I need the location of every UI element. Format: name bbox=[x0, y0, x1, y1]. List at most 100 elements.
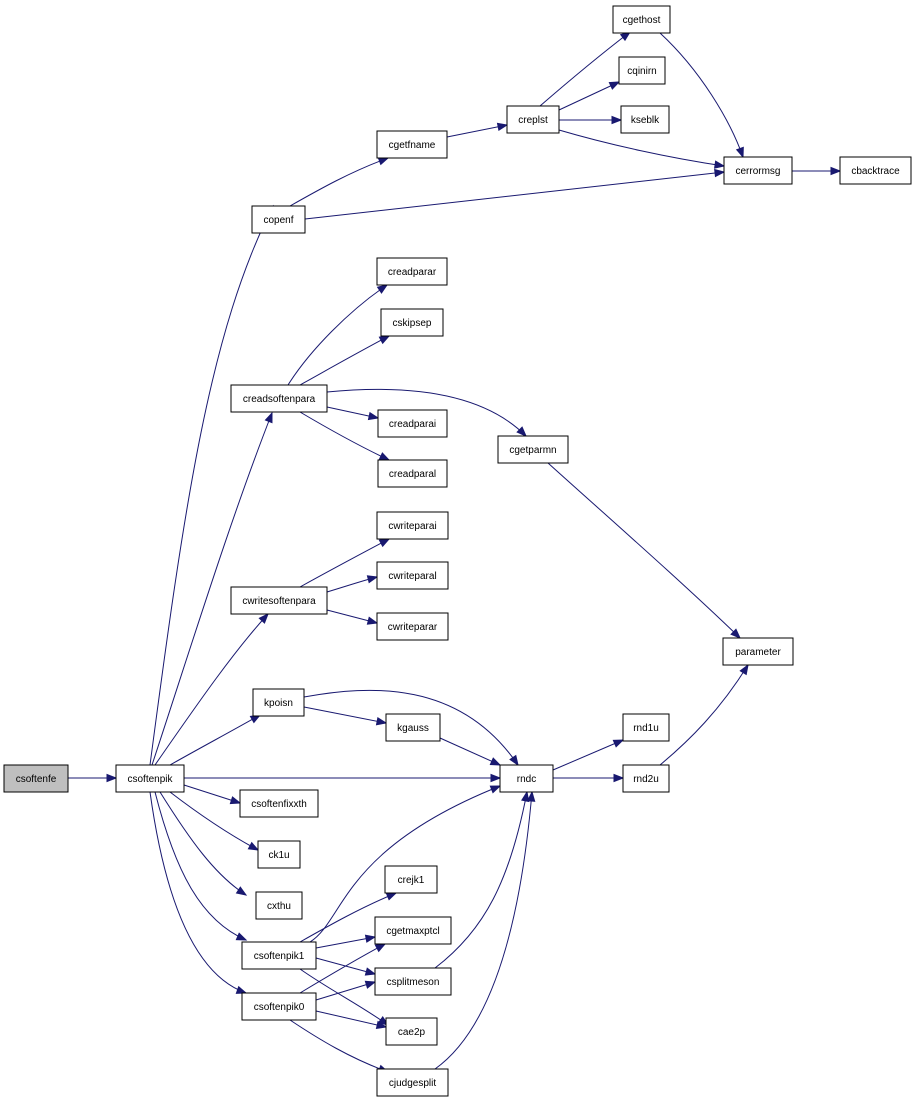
node-box[interactable] bbox=[251, 205, 306, 234]
node-csoftenpik[interactable]: csoftenpik bbox=[115, 764, 185, 793]
node-csoftenfe[interactable]: csoftenfe bbox=[3, 764, 69, 793]
node-box[interactable] bbox=[376, 130, 448, 159]
edge-csoftenpik0-to-cgetmaxptcl bbox=[299, 943, 387, 994]
node-box[interactable] bbox=[384, 865, 438, 894]
node-ck1u[interactable]: ck1u bbox=[257, 840, 301, 869]
node-creadparai[interactable]: creadparai bbox=[377, 409, 448, 438]
node-box[interactable] bbox=[241, 992, 317, 1021]
node-cjudgesplit[interactable]: cjudgesplit bbox=[376, 1068, 449, 1097]
node-box[interactable] bbox=[380, 308, 444, 337]
edge-line bbox=[151, 412, 273, 766]
node-label: cskipsep bbox=[393, 318, 432, 329]
node-cwriteparai[interactable]: cwriteparai bbox=[376, 511, 449, 540]
node-box[interactable] bbox=[376, 612, 449, 641]
node-creadsoftenpara[interactable]: creadsoftenpara bbox=[230, 384, 328, 413]
node-creplst[interactable]: creplst bbox=[506, 105, 560, 134]
node-cgethost[interactable]: cgethost bbox=[612, 5, 671, 34]
node-parameter[interactable]: parameter bbox=[722, 637, 794, 666]
node-box[interactable] bbox=[506, 105, 560, 134]
node-cae2p[interactable]: cae2p bbox=[385, 1017, 438, 1046]
node-box[interactable] bbox=[115, 764, 185, 793]
node-box[interactable] bbox=[241, 941, 317, 970]
node-box[interactable] bbox=[230, 384, 328, 413]
node-csoftenfixxth[interactable]: csoftenfixxth bbox=[239, 789, 319, 818]
edge-csoftenpik0-to-cjudgesplit bbox=[289, 1019, 390, 1073]
node-kpoisn[interactable]: kpoisn bbox=[252, 688, 305, 717]
edge-cwritesoftenpara-to-cwriteparal bbox=[326, 575, 379, 593]
node-csoftenpik0[interactable]: csoftenpik0 bbox=[241, 992, 317, 1021]
node-label: csoftenfe bbox=[16, 774, 57, 785]
node-box[interactable] bbox=[376, 511, 449, 540]
function-nodes: csoftenfe csoftenpik copenf creadsoftenpara… bbox=[3, 5, 912, 1097]
arrowhead bbox=[509, 754, 519, 767]
node-box[interactable] bbox=[230, 586, 328, 615]
node-box[interactable] bbox=[3, 764, 69, 793]
node-box[interactable] bbox=[723, 156, 793, 185]
arrowhead bbox=[247, 841, 260, 851]
edge-line bbox=[299, 892, 397, 943]
edge-cjudgesplit-to-rndc bbox=[434, 790, 536, 1070]
edge-line bbox=[159, 791, 247, 896]
node-box[interactable] bbox=[257, 840, 301, 869]
node-box[interactable] bbox=[377, 409, 448, 438]
node-kseblk[interactable]: kseblk bbox=[620, 105, 670, 134]
node-box[interactable] bbox=[620, 105, 670, 134]
node-box[interactable] bbox=[239, 789, 319, 818]
node-cqinirn[interactable]: cqinirn bbox=[618, 56, 666, 85]
node-rnd1u[interactable]: rnd1u bbox=[622, 713, 670, 742]
node-box[interactable] bbox=[618, 56, 666, 85]
node-box[interactable] bbox=[376, 561, 449, 590]
node-cgetparmn[interactable]: cgetparmn bbox=[497, 435, 569, 464]
node-box[interactable] bbox=[376, 1068, 449, 1097]
node-box[interactable] bbox=[622, 713, 670, 742]
arrowhead bbox=[364, 967, 377, 976]
node-box[interactable] bbox=[499, 764, 554, 793]
node-cxthu[interactable]: cxthu bbox=[255, 891, 303, 920]
call-edges bbox=[68, 31, 842, 1073]
node-label: ck1u bbox=[268, 850, 289, 861]
edge-creplst-to-cerrormsg bbox=[558, 129, 726, 169]
node-box[interactable] bbox=[374, 967, 452, 996]
node-box[interactable] bbox=[722, 637, 794, 666]
node-label: kseblk bbox=[631, 115, 660, 126]
node-box[interactable] bbox=[622, 764, 670, 793]
node-cerrormsg[interactable]: cerrormsg bbox=[723, 156, 793, 185]
node-cwritesoftenpara[interactable]: cwritesoftenpara bbox=[230, 586, 328, 615]
node-creadparar[interactable]: creadparar bbox=[376, 257, 448, 286]
node-label: kpoisn bbox=[264, 698, 293, 709]
node-box[interactable] bbox=[255, 891, 303, 920]
node-cskipsep[interactable]: cskipsep bbox=[380, 308, 444, 337]
arrowhead bbox=[608, 81, 621, 90]
node-rnd2u[interactable]: rnd2u bbox=[622, 764, 670, 793]
node-csplitmeson[interactable]: csplitmeson bbox=[374, 967, 452, 996]
node-box[interactable] bbox=[374, 916, 452, 945]
node-crejk1[interactable]: crejk1 bbox=[384, 865, 438, 894]
node-box[interactable] bbox=[612, 5, 671, 34]
node-csoftenpik1[interactable]: csoftenpik1 bbox=[241, 941, 317, 970]
node-rndc[interactable]: rndc bbox=[499, 764, 554, 793]
edge-creplst-to-kseblk bbox=[559, 115, 623, 125]
node-label: parameter bbox=[735, 647, 781, 658]
node-box[interactable] bbox=[376, 257, 448, 286]
node-label: rnd2u bbox=[633, 774, 659, 785]
node-cgetmaxptcl[interactable]: cgetmaxptcl bbox=[374, 916, 452, 945]
node-box[interactable] bbox=[839, 156, 912, 185]
node-box[interactable] bbox=[252, 688, 305, 717]
node-box[interactable] bbox=[497, 435, 569, 464]
node-kgauss[interactable]: kgauss bbox=[385, 713, 441, 742]
node-box[interactable] bbox=[385, 713, 441, 742]
edge-line bbox=[287, 284, 388, 386]
node-cbacktrace[interactable]: cbacktrace bbox=[839, 156, 912, 185]
arrowhead bbox=[490, 773, 502, 783]
node-creadparal[interactable]: creadparal bbox=[377, 459, 448, 488]
node-cgetfname[interactable]: cgetfname bbox=[376, 130, 448, 159]
node-cwriteparar[interactable]: cwriteparar bbox=[376, 612, 449, 641]
edge-copenf-to-cerrormsg bbox=[304, 168, 726, 220]
edge-line bbox=[149, 791, 247, 994]
node-box[interactable] bbox=[377, 459, 448, 488]
node-copenf[interactable]: copenf bbox=[251, 205, 306, 234]
node-cwriteparal[interactable]: cwriteparal bbox=[376, 561, 449, 590]
edge-line bbox=[303, 689, 519, 766]
node-box[interactable] bbox=[385, 1017, 438, 1046]
